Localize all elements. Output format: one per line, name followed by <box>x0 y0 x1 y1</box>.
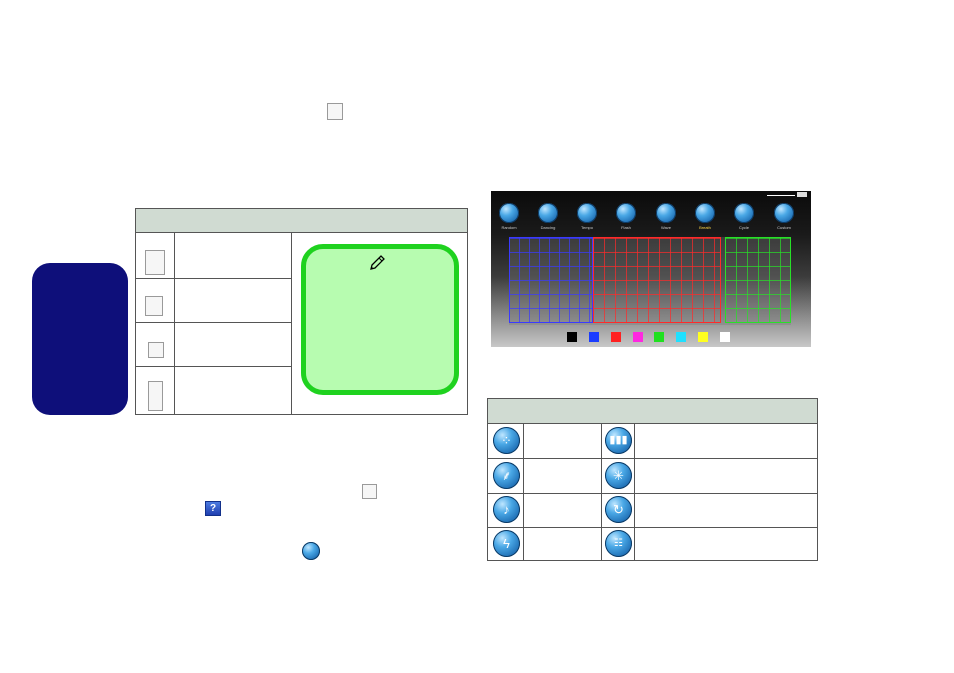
flash-icon: ϟ <box>493 530 520 557</box>
custom-icon <box>774 203 794 223</box>
tempo-icon: ♪ <box>493 496 520 523</box>
right-zone <box>725 237 791 323</box>
keyboard-small-icon <box>148 342 164 358</box>
breath-icon <box>695 203 715 223</box>
chapter-side-tab <box>32 263 128 415</box>
random-icon <box>499 203 519 223</box>
keyboard-setting-icon <box>327 103 343 120</box>
cycle-icon <box>734 203 754 223</box>
dancing-icon <box>538 203 558 223</box>
keyboard-setting-icon <box>362 484 377 499</box>
left-zone <box>509 237 593 323</box>
mode-label: Random <box>501 225 517 230</box>
table-header <box>488 399 817 424</box>
color-swatch[interactable] <box>567 332 577 342</box>
color-swatch[interactable] <box>698 332 708 342</box>
keyboard-keys <box>509 237 791 325</box>
cycle-icon: ↻ <box>605 496 632 523</box>
keyboard-lighting-screenshot: Random Dancing Tempo Flash Wave Breath C… <box>491 191 811 347</box>
mode-label: Custom <box>777 225 791 230</box>
lighting-modes-table: ⁘ ▮▮▮ ⸙ ✳ ♪ ↻ ϟ ☷ <box>487 398 818 561</box>
wave-icon: ▮▮▮ <box>605 427 632 454</box>
window-controls <box>797 192 807 197</box>
keyboard-single-icon <box>145 296 163 316</box>
color-swatch[interactable] <box>654 332 664 342</box>
wave-icon <box>656 203 676 223</box>
color-swatch[interactable] <box>589 332 599 342</box>
custom-mode-icon <box>302 542 320 560</box>
color-swatch[interactable] <box>720 332 730 342</box>
table-header <box>136 209 467 233</box>
pointer-arrow <box>767 195 795 196</box>
dancing-icon: ⸙ <box>493 462 520 489</box>
mode-label: Breath <box>699 225 711 230</box>
mode-label: Cycle <box>738 225 749 230</box>
note-box <box>301 244 459 395</box>
pencil-note-icon <box>370 255 385 270</box>
mode-label: Flash <box>621 225 631 230</box>
color-swatch[interactable] <box>611 332 621 342</box>
color-swatch[interactable] <box>633 332 643 342</box>
keyboard-off-icon <box>148 381 163 411</box>
mode-label: Dancing <box>540 225 556 230</box>
mode-label: Tempo <box>580 225 593 230</box>
keyboard-rgb-icon <box>145 250 165 275</box>
custom-icon: ☷ <box>605 530 632 557</box>
keyboard-led-table <box>135 208 468 415</box>
flash-icon <box>616 203 636 223</box>
random-icon: ⁘ <box>493 427 520 454</box>
tempo-icon <box>577 203 597 223</box>
color-swatch[interactable] <box>676 332 686 342</box>
center-zone <box>593 237 721 323</box>
help-question-icon: ? <box>205 501 221 516</box>
mode-label: Wave <box>660 225 672 230</box>
breath-icon: ✳ <box>605 462 632 489</box>
